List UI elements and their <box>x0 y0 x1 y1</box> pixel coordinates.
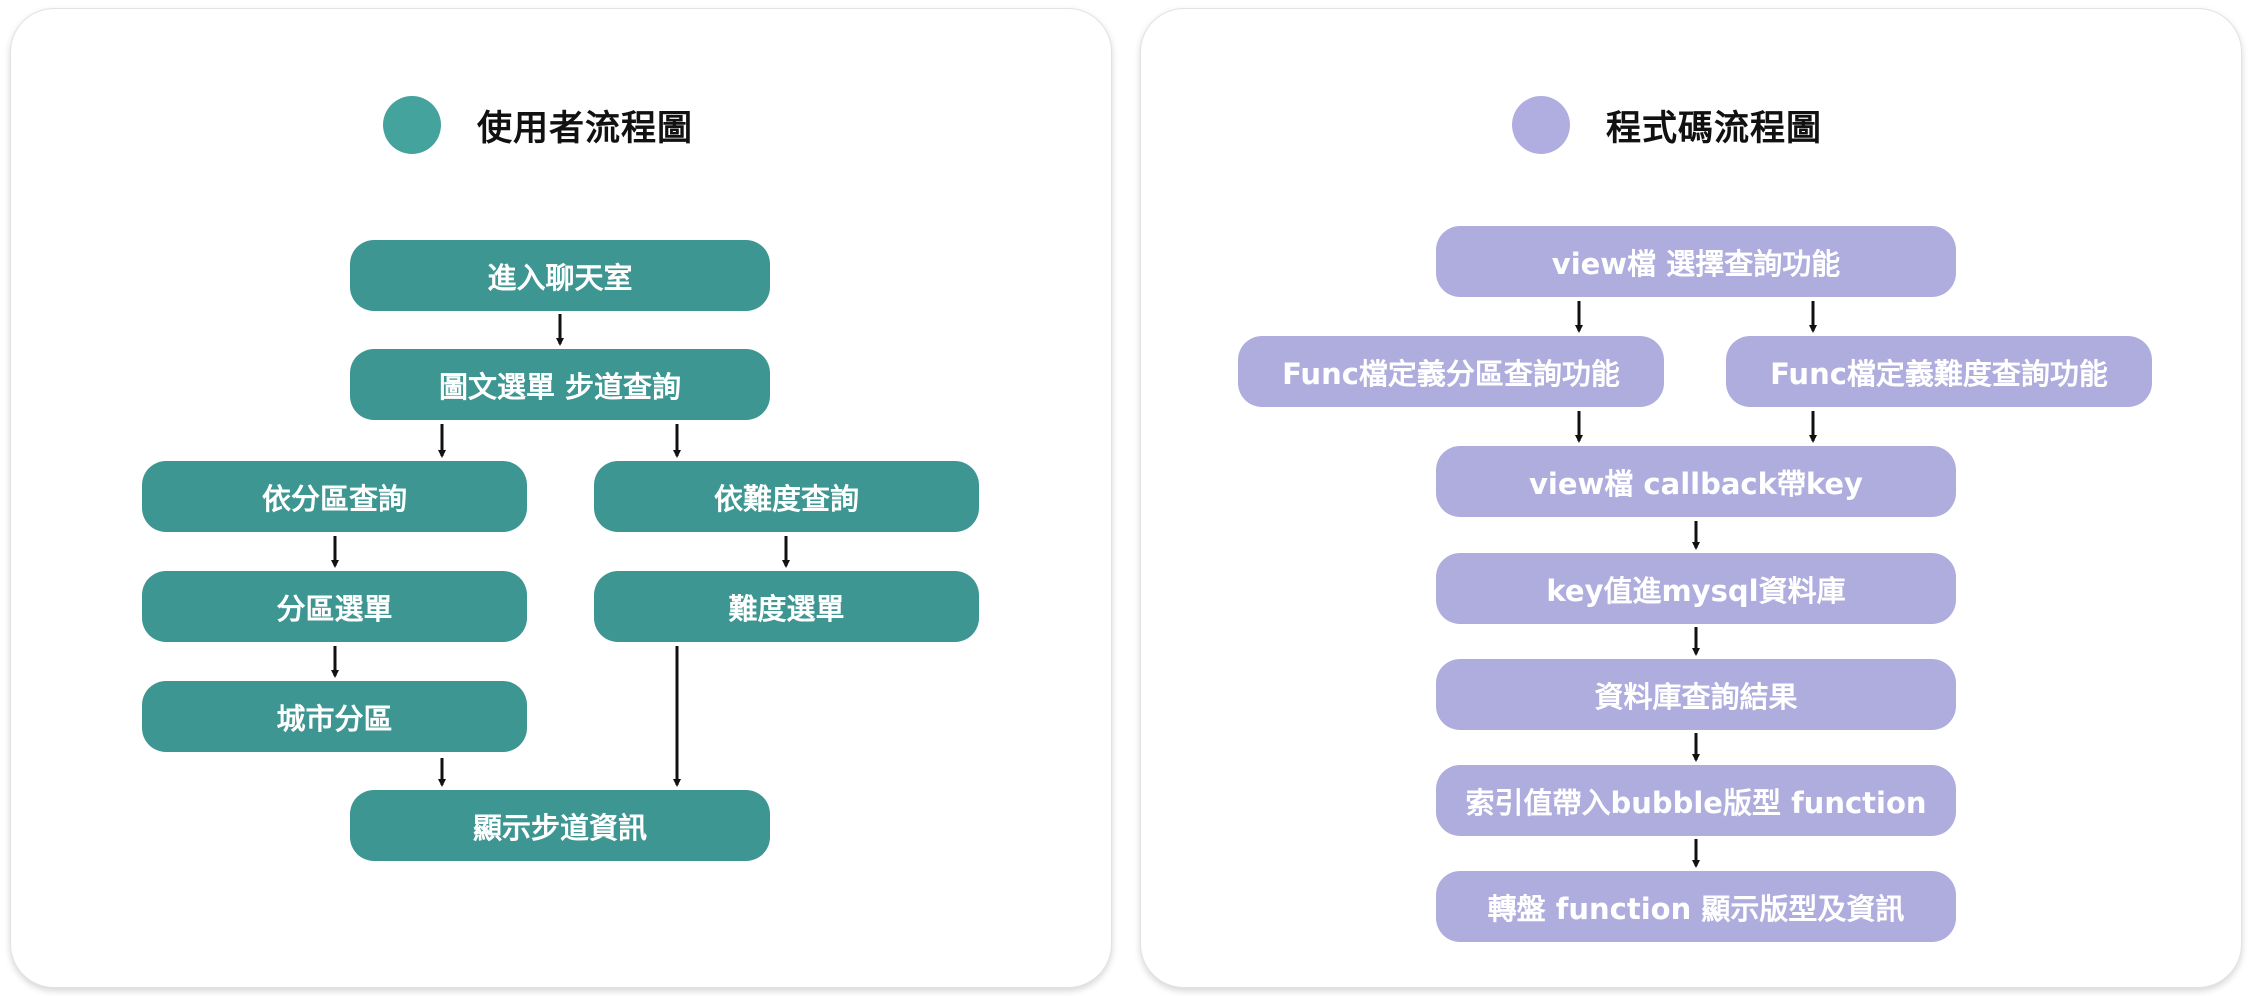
node-view-select: view檔 選擇查詢功能 <box>1436 226 1956 297</box>
node-query-by-region: 依分區查詢 <box>142 461 527 532</box>
user-flow-legend: 使用者流程圖 <box>383 96 693 154</box>
node-view-callback: view檔 callback帶key <box>1436 446 1956 517</box>
node-func-region: Func檔定義分區查詢功能 <box>1238 336 1664 407</box>
code-legend-dot <box>1512 96 1570 154</box>
node-key-mysql: key值進mysql資料庫 <box>1436 553 1956 624</box>
node-func-difficulty: Func檔定義難度查詢功能 <box>1726 336 2152 407</box>
code-flow-legend: 程式碼流程圖 <box>1512 96 1822 154</box>
user-legend-dot <box>383 96 441 154</box>
node-query-by-difficulty: 依難度查詢 <box>594 461 979 532</box>
code-flow-title: 程式碼流程圖 <box>1606 108 1823 149</box>
node-enter-chat: 進入聊天室 <box>350 240 770 311</box>
node-difficulty-menu: 難度選單 <box>594 571 979 642</box>
node-show-trail-info: 顯示步道資訊 <box>350 790 770 861</box>
node-bubble-function: 索引值帶入bubble版型 function <box>1436 765 1956 836</box>
user-flow-title: 使用者流程圖 <box>477 108 694 149</box>
node-db-result: 資料庫查詢結果 <box>1436 659 1956 730</box>
node-city-region: 城市分區 <box>142 681 527 752</box>
node-region-menu: 分區選單 <box>142 571 527 642</box>
node-menu-trail-query: 圖文選單 步道查詢 <box>350 349 770 420</box>
node-carousel-function: 轉盤 function 顯示版型及資訊 <box>1436 871 1956 942</box>
